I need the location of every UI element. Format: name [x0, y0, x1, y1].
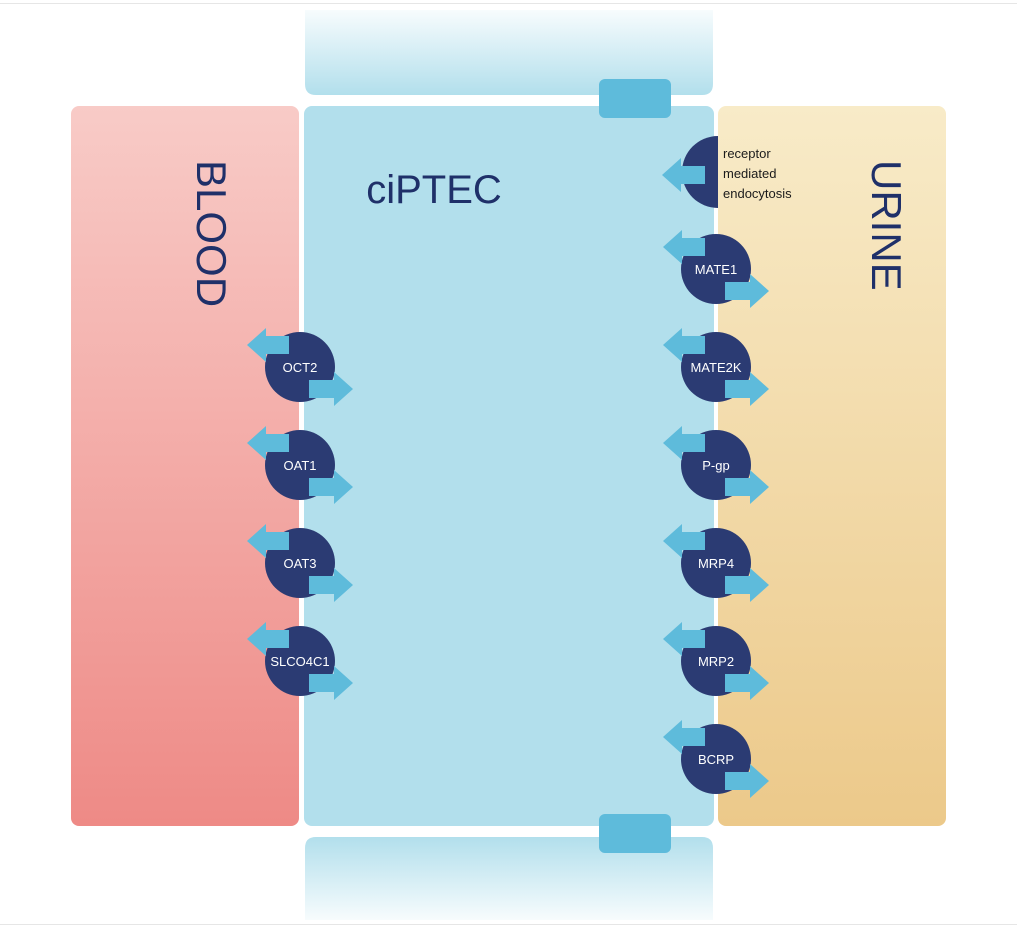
efflux-arrow — [663, 524, 705, 558]
efflux-arrow — [247, 524, 289, 558]
influx-arrow — [725, 568, 769, 602]
efflux-arrow — [247, 328, 289, 362]
neighbor-cell-top — [305, 10, 713, 95]
efflux-arrow — [663, 328, 705, 362]
influx-arrow — [725, 666, 769, 700]
endocytosis-arrow — [662, 158, 705, 192]
tight-junction-bottom — [599, 814, 671, 853]
neighbor-cell-bottom — [305, 837, 713, 920]
transporter-label: OAT1 — [284, 458, 317, 473]
basolateral-transporter-oat3: OAT3 — [247, 524, 353, 602]
basolateral-transporter-slco4c1: SLCO4C1 — [247, 622, 353, 700]
efflux-arrow — [663, 230, 705, 264]
blood-compartment — [71, 106, 299, 826]
basolateral-transporter-oat1: OAT1 — [247, 426, 353, 504]
transporter-label: MATE2K — [690, 360, 741, 375]
endocytosis-label-line3: endocytosis — [723, 186, 792, 201]
transporter-label: OAT3 — [284, 556, 317, 571]
tight-junction-top — [599, 79, 671, 118]
urine-compartment — [718, 106, 946, 826]
basolateral-transporter-oct2: OCT2 — [247, 328, 353, 406]
efflux-arrow — [247, 622, 289, 656]
influx-arrow — [725, 372, 769, 406]
endocytosis-label-line2: mediated — [723, 166, 776, 181]
transporter-label: BCRP — [698, 752, 734, 767]
efflux-arrow — [663, 720, 705, 754]
transporter-label: MATE1 — [695, 262, 737, 277]
apical-transporter-mate1: MATE1 — [663, 230, 769, 308]
apical-transporter-mrp2: MRP2 — [663, 622, 769, 700]
efflux-arrow — [663, 622, 705, 656]
efflux-arrow — [663, 426, 705, 460]
efflux-arrow — [247, 426, 289, 460]
ciptec-label: ciPTEC — [366, 168, 502, 212]
urine-label: URINE — [863, 160, 910, 291]
apical-transporter-p-gp: P-gp — [663, 426, 769, 504]
transporter-label: P-gp — [702, 458, 729, 473]
endocytosis-label-line1: receptor — [723, 146, 771, 161]
transporter-label: MRP4 — [698, 556, 734, 571]
transporter-label: OCT2 — [283, 360, 318, 375]
influx-arrow — [309, 372, 353, 406]
transporter-label: MRP2 — [698, 654, 734, 669]
endocytosis-label: receptor mediated endocytosis — [723, 146, 792, 201]
influx-arrow — [725, 764, 769, 798]
endocytosis-receptor — [662, 136, 718, 208]
blood-label: BLOOD — [188, 160, 235, 307]
bottom-border — [0, 924, 1017, 925]
apical-transporter-mate2k: MATE2K — [663, 328, 769, 406]
transporter-label: SLCO4C1 — [270, 654, 329, 669]
apical-transporter-bcrp: BCRP — [663, 720, 769, 798]
influx-arrow — [725, 470, 769, 504]
top-border — [0, 3, 1017, 4]
influx-arrow — [309, 666, 353, 700]
influx-arrow — [309, 568, 353, 602]
apical-transporter-mrp4: MRP4 — [663, 524, 769, 602]
ciptec-cell — [304, 106, 714, 826]
influx-arrow — [725, 274, 769, 308]
influx-arrow — [309, 470, 353, 504]
